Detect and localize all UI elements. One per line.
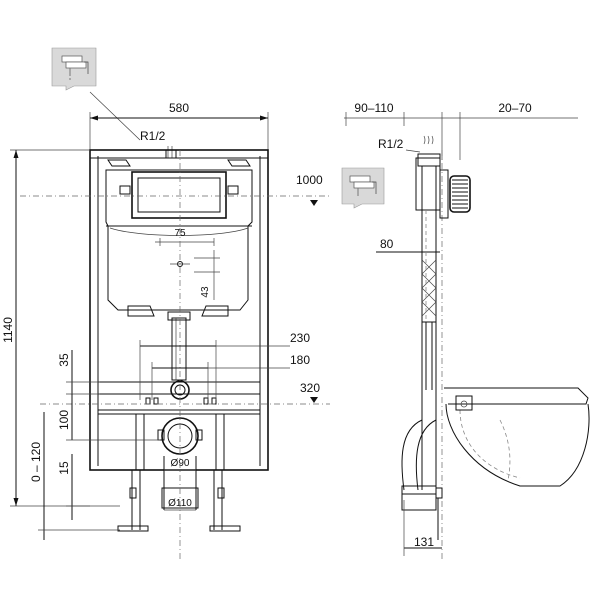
width-label: 580 xyxy=(169,101,189,115)
dim-131: 131 xyxy=(414,535,434,549)
dim-100: 100 xyxy=(57,410,71,430)
depth-label: 90–110 xyxy=(354,101,393,115)
dim-15: 15 xyxy=(57,461,71,475)
height-label: 1140 xyxy=(1,317,15,343)
dim-80: 80 xyxy=(380,237,394,251)
range-0-120: 0 – 120 xyxy=(29,442,43,482)
thread-label: R1/2 xyxy=(140,129,166,143)
level-1000: 1000 xyxy=(296,173,323,187)
dim-180: 180 xyxy=(290,353,310,367)
dim-230: 230 xyxy=(290,331,310,345)
level-320: 320 xyxy=(300,381,320,395)
flush-plate-opening xyxy=(131,171,227,219)
leader-line xyxy=(89,91,141,141)
side-view: 90–110 20–70 R1/2 80 xyxy=(344,101,590,560)
water-tap-icon xyxy=(341,167,385,209)
offset-label: 20–70 xyxy=(498,101,532,115)
front-view: 580 R1/2 75 43 xyxy=(1,101,330,560)
wc-bowl xyxy=(444,387,590,487)
dim-43: 43 xyxy=(200,286,211,298)
flush-pipe xyxy=(171,317,187,381)
dim-35: 35 xyxy=(57,353,71,367)
water-tap-icon xyxy=(51,47,97,91)
side-thread-label: R1/2 xyxy=(378,137,404,151)
cistern xyxy=(105,169,253,311)
flush-button xyxy=(449,175,471,213)
